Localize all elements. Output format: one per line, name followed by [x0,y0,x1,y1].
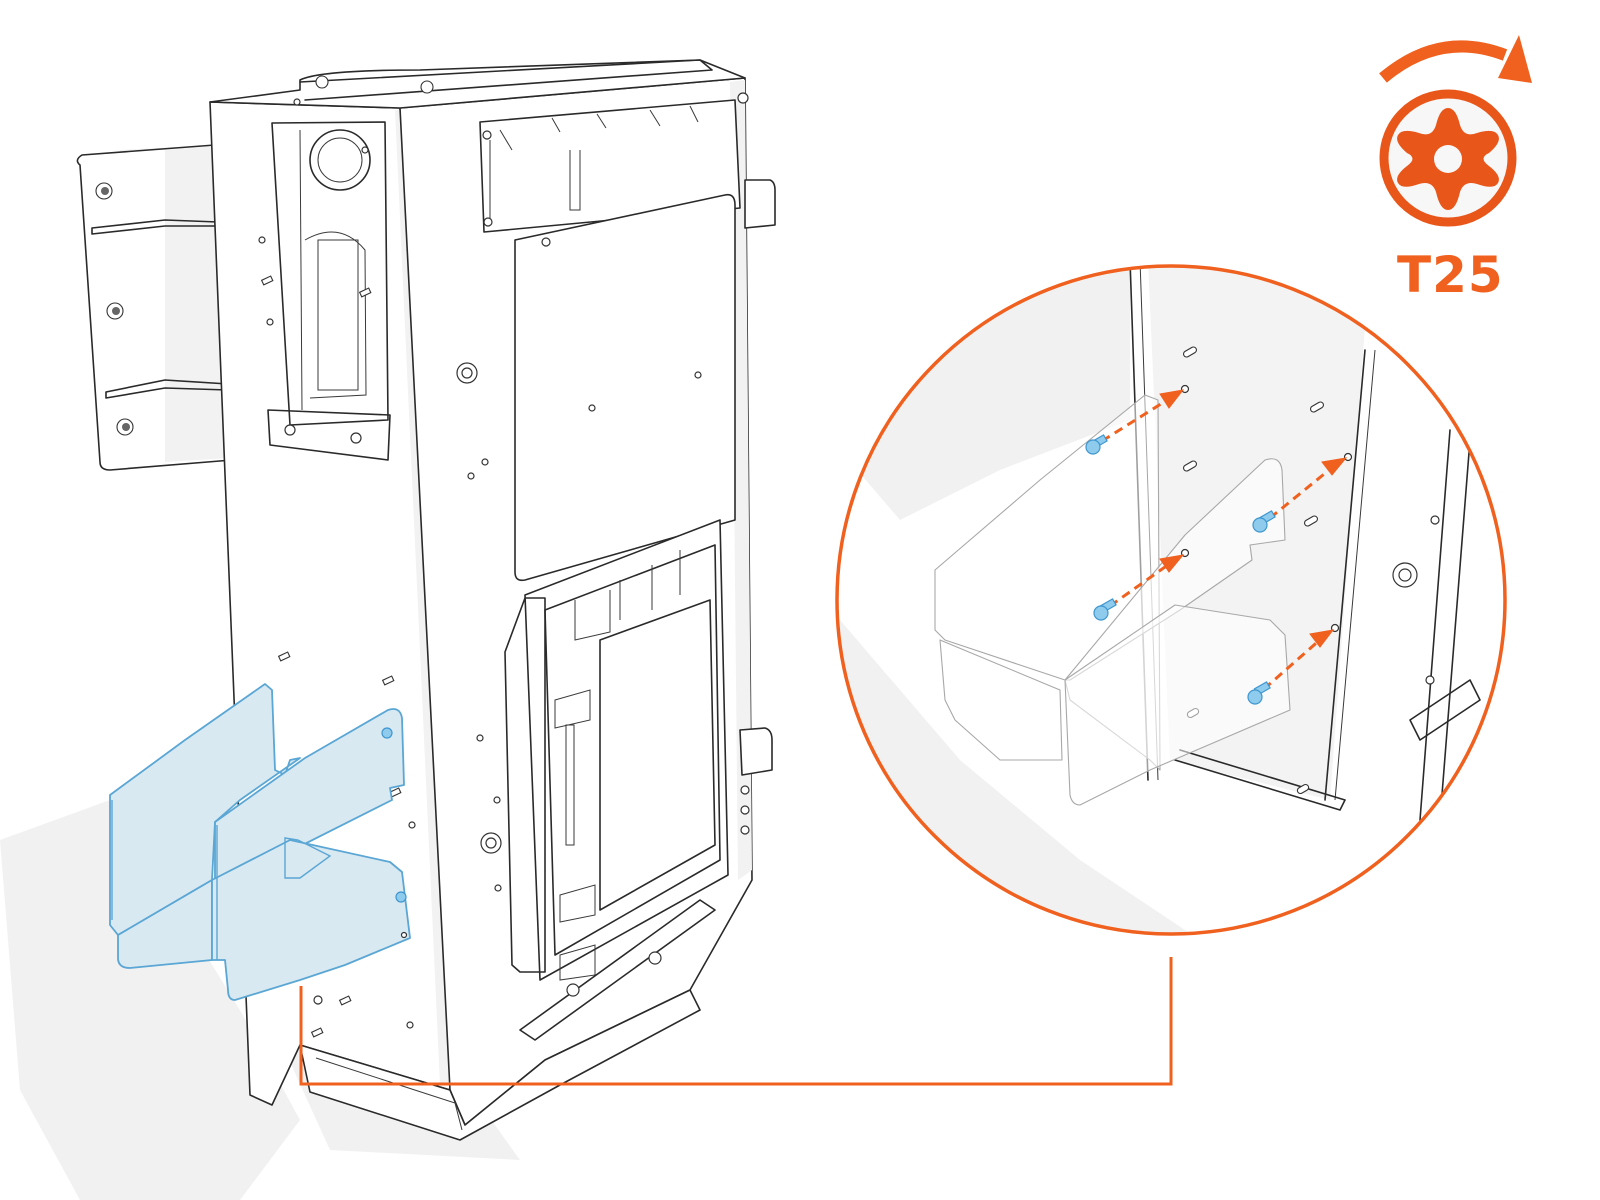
hex-nut-icon [95,182,113,200]
tool-size-label: T25 [1397,246,1504,304]
torx-screw-icon [1247,681,1271,705]
hex-nut-icon [116,418,134,436]
target-holes [1180,384,1353,633]
cable-grommet [456,362,502,854]
wall-mount-bracket [76,144,233,471]
captive-screw-icon [381,727,407,903]
torx-screw-icon [1085,434,1108,455]
insertion-arrows [1101,389,1348,691]
detail-callout [835,264,1507,936]
tool-indicator [1379,35,1532,227]
torx-screw-icon [1093,598,1117,621]
highlighted-bracket-part [109,683,411,1001]
callout-leader-line [299,957,1173,1086]
cabinet-body [209,59,776,1141]
torx-screw-icon [1252,510,1276,533]
side-holes [258,98,502,1038]
clockwise-arrow-icon [1379,35,1532,83]
magnifier-ring [835,264,1507,936]
torx-driver-icon [1379,89,1517,227]
hex-nut-icon [106,302,124,320]
